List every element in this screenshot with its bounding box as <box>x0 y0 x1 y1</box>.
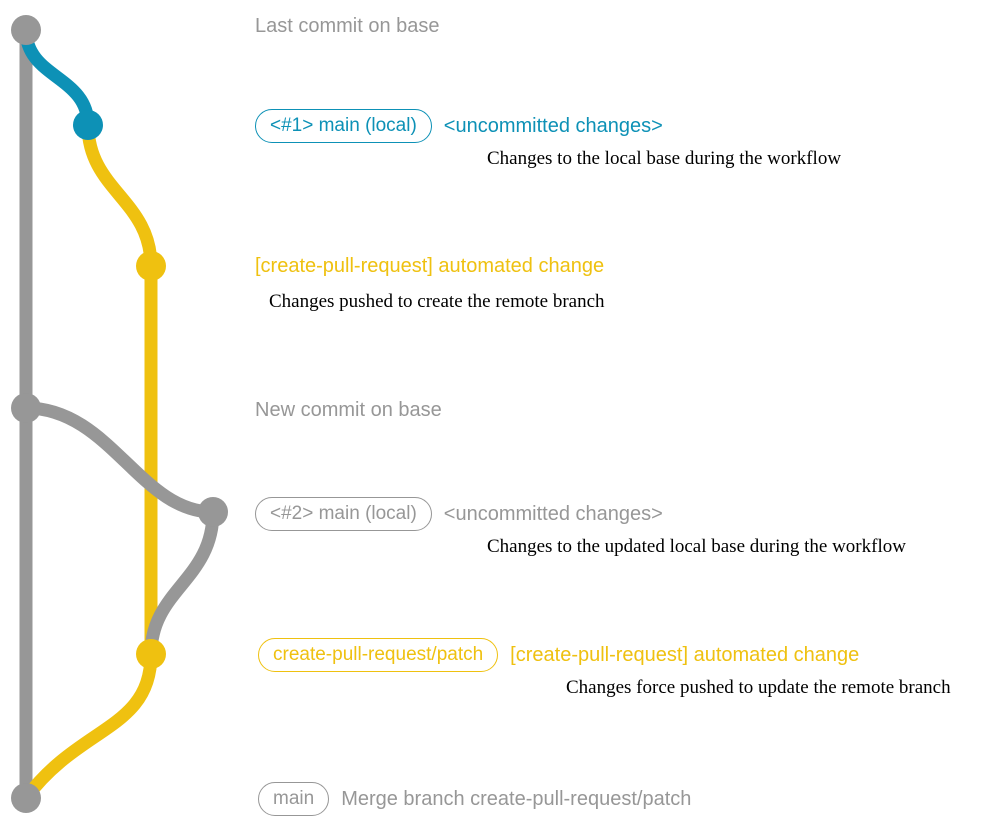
commit-nodes <box>11 15 228 813</box>
commit-node-last-base[interactable] <box>11 15 41 45</box>
commit-row-new-base: New commit on base <box>255 400 442 420</box>
commit-subject-merge: Merge branch create-pull-request/patch <box>341 788 692 810</box>
commit-subject-local-2: <uncommitted changes> <box>443 503 663 525</box>
commit-row-automated-1: [create-pull-request] automated change <box>255 256 604 276</box>
ref-badge-main-local-2[interactable]: <#2> main (local) <box>255 497 432 531</box>
commit-node-local-2[interactable] <box>198 497 228 527</box>
commit-node-local-1[interactable] <box>73 110 103 140</box>
commit-node-automated-2[interactable] <box>136 639 166 669</box>
commit-subject-automated-2: [create-pull-request] automated change <box>510 644 860 666</box>
commit-row-local-2: <#2> main (local) <uncommitted changes> <box>255 497 663 531</box>
commit-row-merge: main Merge branch create-pull-request/pa… <box>258 782 691 816</box>
commit-subject-automated-1: [create-pull-request] automated change <box>255 255 605 277</box>
commit-node-new-base[interactable] <box>11 393 41 423</box>
commit-note-local-2: Changes to the updated local base during… <box>487 536 906 557</box>
commit-row-last-base: Last commit on base <box>255 16 440 36</box>
ref-badge-main[interactable]: main <box>258 782 330 816</box>
ref-badge-create-pull-request-patch[interactable]: create-pull-request/patch <box>258 638 499 672</box>
edge-local1-to-patch1 <box>81 118 158 273</box>
commit-subject-local-1: <uncommitted changes> <box>443 115 663 137</box>
commit-note-automated-2: Changes force pushed to update the remot… <box>566 677 951 698</box>
edge-local2-to-patch2 <box>144 505 220 661</box>
commit-row-automated-2: create-pull-request/patch [create-pull-r… <box>258 638 859 672</box>
commit-row-local-1: <#1> main (local) <uncommitted changes> <box>255 109 663 143</box>
edge-newbase-to-local2 <box>19 401 220 519</box>
edge-patch2-to-merge <box>19 647 158 805</box>
commit-node-merge[interactable] <box>11 783 41 813</box>
commit-note-local-1: Changes to the local base during the wor… <box>487 148 842 169</box>
commit-node-automated-1[interactable] <box>136 251 166 281</box>
commit-subject-last-base: Last commit on base <box>255 15 440 37</box>
commit-subject-new-base: New commit on base <box>255 399 442 421</box>
ref-badge-main-local-1[interactable]: <#1> main (local) <box>255 109 432 143</box>
commit-note-automated-1: Changes pushed to create the remote bran… <box>269 291 605 312</box>
